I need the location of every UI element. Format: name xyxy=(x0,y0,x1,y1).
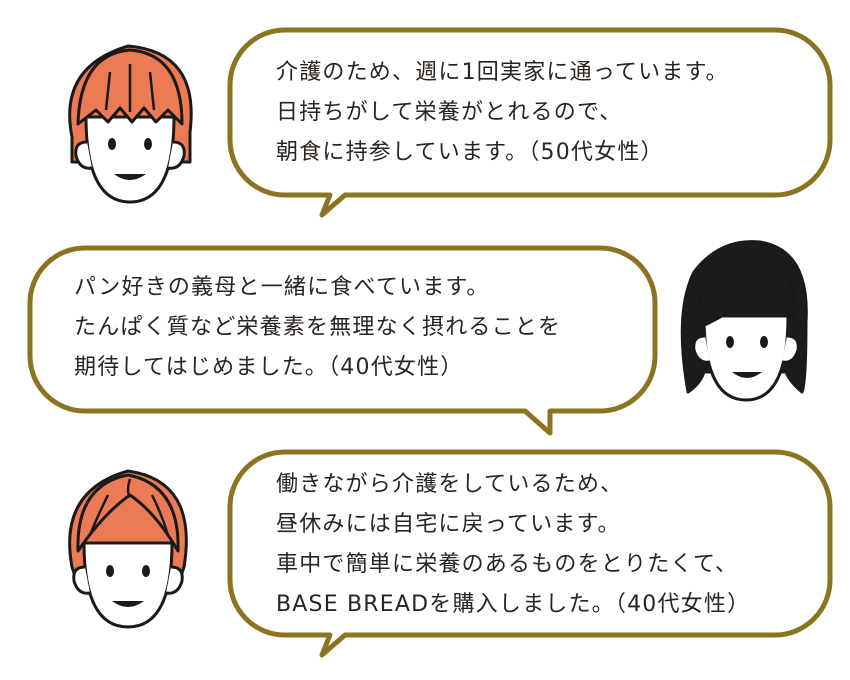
testimonial-2-line-2: たんぱく質など栄養素を無理なく摂れることを xyxy=(74,315,562,340)
testimonial-2-text: パン好きの義母と一緒に食べています。 たんぱく質など栄養素を無理なく摂れることを… xyxy=(74,268,561,388)
speech-bubble-3 xyxy=(227,449,833,658)
black-hair-woman-icon xyxy=(680,240,808,402)
speech-bubble-2 xyxy=(27,245,658,436)
testimonial-3-line-2: 昼休みには自宅に戻っています。 xyxy=(276,512,621,537)
testimonial-2-line-3: 期待してはじめました。（40代女性） xyxy=(74,355,464,380)
testimonial-1-text: 介護のため、週に1回実家に通っています。 日持ちがして栄養がとれるので、 朝食に… xyxy=(276,53,729,173)
orange-short-hair-woman-icon xyxy=(68,469,188,629)
testimonial-1-line-1: 介護のため、週に1回実家に通っています。 xyxy=(276,60,729,85)
testimonial-3-line-4: BASE BREADを購入しました。（40代女性） xyxy=(276,592,751,617)
testimonial-3-line-1: 働きながら介護をしているため、 xyxy=(276,472,624,497)
testimonial-2-line-1: パン好きの義母と一緒に食べています。 xyxy=(74,275,490,300)
testimonial-1-line-3: 朝食に持参しています。（50代女性） xyxy=(276,140,664,165)
testimonial-1-line-2: 日持ちがして栄養がとれるので、 xyxy=(276,100,623,125)
testimonial-3-text: 働きながら介護をしているため、 昼休みには自宅に戻っています。 車中で簡単に栄養… xyxy=(276,465,750,625)
testimonial-3-line-3: 車中で簡単に栄養のあるものをとりたくて、 xyxy=(276,552,739,577)
orange-bob-hair-woman-icon xyxy=(68,44,193,204)
speech-bubble-1 xyxy=(227,27,833,218)
